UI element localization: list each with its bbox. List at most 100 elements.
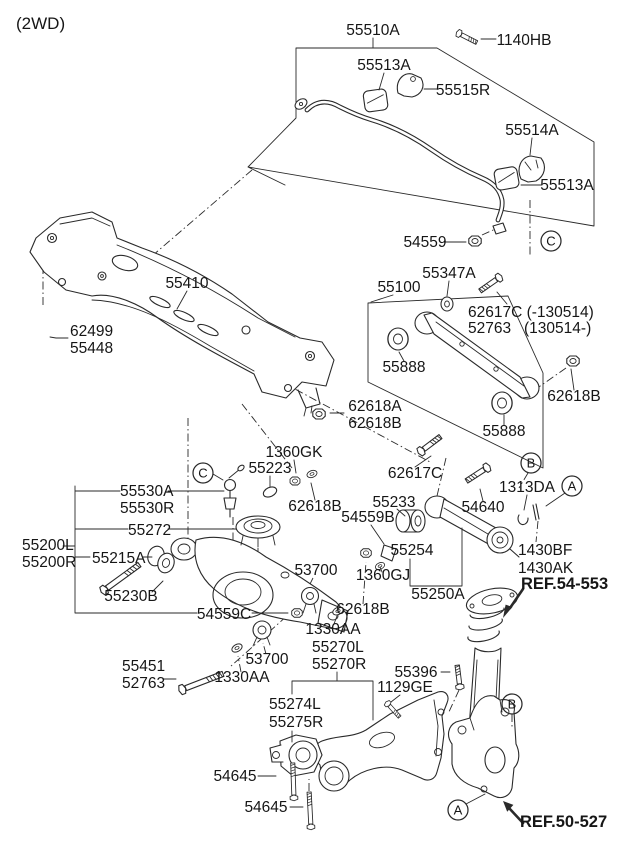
- bushing-55215a: [147, 545, 175, 574]
- part-number-labels: 55510A1140HB55513A55515R55514A55513A5455…: [22, 22, 608, 831]
- ref-label: REF.50-527: [520, 813, 607, 831]
- washer-1330aa-lower: [229, 641, 245, 655]
- part-number-label: 55530R: [120, 500, 174, 517]
- part-number-label: 1430BF: [518, 542, 572, 559]
- part-number-label: 55888: [382, 359, 425, 376]
- part-number-label: 1360GK: [266, 444, 324, 461]
- part-number-label: 55515R: [436, 82, 490, 99]
- callout-a: A: [447, 799, 469, 821]
- mount-53700-upper: [300, 586, 320, 614]
- stabilizer-bar-drawing: [294, 28, 545, 247]
- bushing-55888-front: [387, 327, 409, 351]
- part-number-label: 53700: [245, 651, 288, 668]
- bolt-54645-lower: [304, 791, 316, 831]
- svg-text:A: A: [568, 479, 577, 494]
- spring-seat-55272: [235, 515, 281, 548]
- svg-text:C: C: [546, 234, 555, 249]
- stabilizer-bushing-front: [362, 88, 389, 113]
- nut-62618b-right: [566, 355, 580, 367]
- bar-end-eye: [294, 98, 308, 110]
- part-number-label: 55100: [377, 279, 420, 296]
- part-number-label: 62618B: [547, 388, 600, 405]
- lower-arm-front-eye: [170, 537, 198, 561]
- callout-c: C: [192, 462, 214, 484]
- drivetrain-variant-label: (2WD): [16, 14, 66, 33]
- part-number-label: 55451: [122, 658, 165, 675]
- part-number-label: 55514A: [505, 122, 559, 139]
- part-number-label: 55530A: [120, 483, 174, 500]
- svg-text:A: A: [454, 803, 463, 818]
- part-number-label: 55510A: [346, 22, 400, 39]
- stabilizer-bracket-front: [396, 73, 424, 98]
- upper-arm-balljoint: [486, 526, 520, 558]
- washer-55347a: [440, 296, 454, 312]
- part-number-label: 55396: [394, 664, 437, 681]
- nut-62618b-arm: [360, 548, 372, 558]
- part-number-label: 62499: [70, 323, 113, 340]
- pin-1430bf: [532, 503, 540, 521]
- part-number-label: 55254: [390, 542, 433, 559]
- knuckle-drawing: [447, 695, 520, 799]
- bushing-55888-rear: [491, 391, 513, 415]
- part-number-label: 62618B: [336, 601, 389, 618]
- part-number-label: 54559: [403, 234, 446, 251]
- svg-text:B: B: [527, 456, 536, 471]
- part-number-label: 55275R: [269, 714, 323, 731]
- part-number-label: 55223: [248, 460, 291, 477]
- callout-a: A: [561, 475, 583, 497]
- part-number-label: 54559B: [341, 509, 394, 526]
- part-number-label: 53700: [294, 562, 337, 579]
- callout-b: B: [520, 452, 542, 474]
- part-number-label: 1129GE: [377, 679, 433, 696]
- part-number-label: 55448: [70, 340, 113, 357]
- stabilizer-link-55530: [223, 464, 245, 518]
- nut-54559: [468, 235, 482, 247]
- part-number-label: 52763 (130514-): [468, 320, 591, 337]
- assist-arm-55100-drawing: [312, 271, 580, 420]
- part-number-label: 55233: [372, 494, 415, 511]
- bolt-62617c-upper: [477, 271, 505, 295]
- upper-arm-55250-drawing: [360, 432, 540, 572]
- part-number-label: 54645: [213, 768, 256, 785]
- part-number-label: 62617C (-130514): [468, 304, 594, 321]
- ref-arrows: [503, 587, 525, 825]
- part-number-label: 55410: [165, 275, 208, 292]
- part-number-label: 55270R: [312, 656, 366, 673]
- nut-62618a: [312, 408, 326, 420]
- washer-54559b: [380, 544, 397, 562]
- part-number-label: 55250A: [411, 586, 465, 603]
- part-number-label: 54645: [244, 799, 287, 816]
- part-number-label: 62617C: [388, 465, 442, 482]
- mount-53700-lower: [252, 620, 272, 647]
- part-number-label: 1313DA: [499, 479, 556, 496]
- part-number-label: 62618A: [348, 398, 402, 415]
- leader-lines: [49, 37, 575, 808]
- part-number-label: 55274L: [269, 696, 321, 713]
- part-number-label: 52763: [122, 675, 165, 692]
- part-number-label: 62618B: [348, 415, 401, 432]
- part-number-label: 54559C: [197, 606, 251, 623]
- part-number-label: 1330AA: [305, 621, 361, 638]
- part-number-label: 55230B: [104, 588, 157, 605]
- nut-54559c: [291, 608, 303, 618]
- nut-1360gk: [289, 476, 301, 486]
- bolt-62617c-mid: [415, 432, 444, 458]
- part-number-label: 55347A: [422, 265, 476, 282]
- part-number-label: 1430AK: [518, 560, 574, 577]
- part-number-label: 55200R: [22, 554, 76, 571]
- part-number-label: 55200L: [22, 537, 74, 554]
- ref-label: REF.54-553: [521, 575, 608, 593]
- trailing-arm-drawing: [269, 664, 465, 831]
- washer-55223: [262, 486, 278, 498]
- part-number-label: 1330AA: [214, 669, 270, 686]
- part-number-label: 55888: [482, 423, 525, 440]
- part-number-label: 55272: [128, 522, 171, 539]
- bolt-1140hb: [454, 28, 479, 47]
- part-number-label: 54640: [461, 499, 504, 516]
- bolt-55396: [452, 664, 465, 691]
- washer-62618b-mid: [305, 468, 319, 480]
- part-number-label: 55270L: [312, 639, 364, 656]
